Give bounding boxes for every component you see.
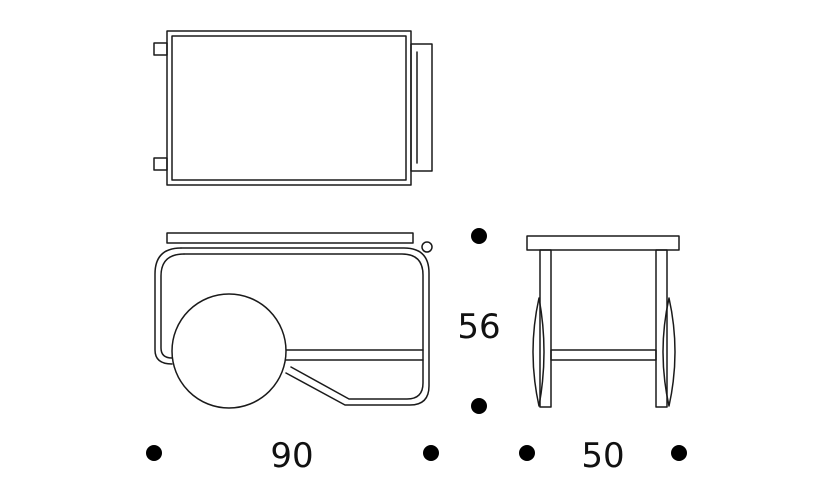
depth-marker-left <box>519 445 535 461</box>
top-view <box>153 30 433 186</box>
top-view-wheel-stub-bottom <box>153 157 168 171</box>
side-view-frame-outer <box>180 247 430 406</box>
height-marker-top <box>471 228 487 244</box>
depth-marker-right <box>671 445 687 461</box>
front-view <box>526 235 680 408</box>
side-view <box>154 232 433 409</box>
side-view-handle-knob <box>421 241 433 253</box>
front-view-leg-left <box>539 249 552 408</box>
top-view-wheel-stub-top <box>153 42 168 56</box>
depth-label: 50 <box>581 436 624 476</box>
front-view-shelf <box>550 349 657 361</box>
front-view-wheel-left <box>532 297 545 407</box>
height-marker-bottom <box>471 398 487 414</box>
front-view-top-tray <box>526 235 680 251</box>
side-view-wheel <box>171 293 287 409</box>
top-view-tray-outer <box>166 30 412 186</box>
length-marker-right <box>423 445 439 461</box>
top-view-handle <box>410 43 433 172</box>
side-view-frame-outer-left <box>154 247 182 365</box>
front-view-wheel-right <box>662 297 676 407</box>
front-view-leg-right <box>655 249 668 408</box>
side-view-frame-inner-left <box>160 253 185 359</box>
side-view-frame-inner <box>183 253 424 400</box>
depth-dimension: 50 <box>519 436 687 476</box>
side-view-top-tray <box>166 232 414 244</box>
height-label: 56 <box>457 307 500 347</box>
length-label: 90 <box>270 436 313 476</box>
length-marker-left <box>146 445 162 461</box>
height-dimension: 56 <box>457 228 501 414</box>
length-dimension: 90 <box>146 436 439 476</box>
top-view-tray-inner <box>171 35 407 181</box>
